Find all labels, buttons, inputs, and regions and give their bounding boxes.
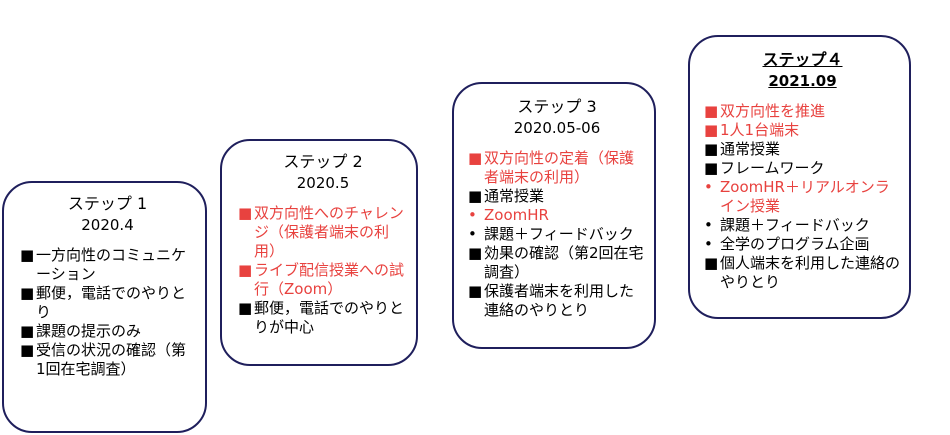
step-date: 2020.4 <box>81 216 134 234</box>
step-items: ■ 一方向性のコミュニケーション ■郵便，電話でのやりとり ■課題の提示のみ ■… <box>20 246 195 379</box>
step-4-box: ステップ４ 2021.09 ■双方向性を推進 ■1人1台端末 ■通常授業 ■フレ… <box>688 35 911 319</box>
square-bullet-icon: ■ <box>20 246 35 264</box>
square-bullet-icon: ■ <box>704 254 719 272</box>
list-item: • ZoomHR <box>468 206 646 225</box>
list-item: ■受信の状況の確認（第1回在宅調査） <box>20 341 195 379</box>
square-bullet-icon: ■ <box>238 299 253 317</box>
list-item: • 全学のプログラム企画 <box>704 235 901 254</box>
step-3-box: ステップ 3 2020.05-06 ■双方向性の定着（保護者端末の利用） ■通常… <box>452 82 656 349</box>
list-item: • 課題＋フィードバック <box>704 216 901 235</box>
item-text: 受信の状況の確認（第1回在宅調査） <box>36 341 187 378</box>
list-item: ■ 一方向性のコミュニケーション <box>20 246 195 284</box>
list-item: ■1人1台端末 <box>704 121 901 140</box>
dot-bullet-icon: • <box>704 235 713 253</box>
item-text: ZoomHR＋リアルオンライン授業 <box>720 178 890 215</box>
item-text: 効果の確認（第2回在宅調査） <box>484 244 644 281</box>
step-date: 2020.05-06 <box>513 119 601 137</box>
list-item: • ZoomHR＋リアルオンライン授業 <box>704 178 901 216</box>
square-bullet-icon: ■ <box>238 204 253 222</box>
list-item: ■郵便，電話でのやりとりが中心 <box>238 299 408 337</box>
item-text: 通常授業 <box>720 140 781 158</box>
step-title: ステップ４ <box>762 50 843 69</box>
list-item: ■郵便，電話でのやりとり <box>20 284 195 322</box>
item-text: 課題＋フィードバック <box>720 216 870 234</box>
square-bullet-icon: ■ <box>20 284 35 302</box>
step-items: ■双方向性を推進 ■1人1台端末 ■通常授業 ■フレームワーク •ZoomHR＋… <box>704 102 901 292</box>
item-text: 1人1台端末 <box>720 121 800 139</box>
square-bullet-icon: ■ <box>468 187 483 205</box>
item-text: 一方向性のコミュニケーション <box>36 246 187 283</box>
item-text: ZoomHR <box>484 206 549 224</box>
item-text: 双方向性の定着（保護者端末の利用） <box>484 149 635 186</box>
step-title: ステップ 2 <box>283 152 363 171</box>
list-item: ■課題の提示のみ <box>20 322 195 341</box>
step-items: ■双方向性の定着（保護者端末の利用） ■通常授業 •ZoomHR •課題＋フィー… <box>468 149 646 320</box>
list-item: ■双方向性を推進 <box>704 102 901 121</box>
step-date: 2021.09 <box>768 72 837 90</box>
dot-bullet-icon: • <box>468 225 477 243</box>
list-item: ■フレームワーク <box>704 159 901 178</box>
step-header: ステップ４ 2021.09 <box>704 49 901 92</box>
list-item: ■通常授業 <box>468 187 646 206</box>
list-item: ■双方向性へのチャレンジ（保護者端末の利用） <box>238 204 408 261</box>
square-bullet-icon: ■ <box>704 159 719 177</box>
list-item: • 課題＋フィードバック <box>468 225 646 244</box>
list-item: ■通常授業 <box>704 140 901 159</box>
dot-bullet-icon: • <box>704 178 713 196</box>
item-text: 全学のプログラム企画 <box>720 235 870 253</box>
step-header: ステップ 1 2020.4 <box>20 193 195 236</box>
step-title: ステップ 3 <box>517 97 597 116</box>
list-item: ■ライブ配信授業への試行（Zoom） <box>238 261 408 299</box>
step-title: ステップ 1 <box>67 194 148 213</box>
square-bullet-icon: ■ <box>704 121 719 139</box>
dot-bullet-icon: • <box>468 206 477 224</box>
square-bullet-icon: ■ <box>468 244 483 262</box>
square-bullet-icon: ■ <box>468 282 483 300</box>
step-items: ■双方向性へのチャレンジ（保護者端末の利用） ■ライブ配信授業への試行（Zoom… <box>238 204 408 337</box>
item-text: 双方向性を推進 <box>720 102 826 120</box>
square-bullet-icon: ■ <box>20 341 35 359</box>
square-bullet-icon: ■ <box>704 102 719 120</box>
item-text: 保護者端末を利用した連絡のやりとり <box>484 282 635 319</box>
item-text: 個人端末を利用した連絡のやりとり <box>720 254 901 291</box>
dot-bullet-icon: • <box>704 216 713 234</box>
step-1-box: ステップ 1 2020.4 ■ 一方向性のコミュニケーション ■郵便，電話でのや… <box>2 181 207 433</box>
item-text: フレームワーク <box>720 159 825 177</box>
square-bullet-icon: ■ <box>468 149 483 167</box>
step-header: ステップ 3 2020.05-06 <box>468 96 646 139</box>
item-text: 通常授業 <box>484 187 545 205</box>
list-item: ■双方向性の定着（保護者端末の利用） <box>468 149 646 187</box>
step-date: 2020.5 <box>296 174 350 192</box>
square-bullet-icon: ■ <box>20 322 35 340</box>
step-2-box: ステップ 2 2020.5 ■双方向性へのチャレンジ（保護者端末の利用） ■ライ… <box>220 139 418 366</box>
item-text: ライブ配信授業への試行（Zoom） <box>254 261 405 298</box>
item-text: 郵便，電話でのやりとりが中心 <box>254 299 405 336</box>
item-text: 郵便，電話でのやりとり <box>36 284 187 321</box>
list-item: ■個人端末を利用した連絡のやりとり <box>704 254 901 292</box>
list-item: ■保護者端末を利用した連絡のやりとり <box>468 282 646 320</box>
item-text: 課題＋フィードバック <box>484 225 634 243</box>
item-text: 課題の提示のみ <box>36 322 142 340</box>
square-bullet-icon: ■ <box>238 261 253 279</box>
square-bullet-icon: ■ <box>704 140 719 158</box>
item-text: 双方向性へのチャレンジ（保護者端末の利用） <box>254 204 404 260</box>
list-item: ■効果の確認（第2回在宅調査） <box>468 244 646 282</box>
step-header: ステップ 2 2020.5 <box>238 151 408 194</box>
